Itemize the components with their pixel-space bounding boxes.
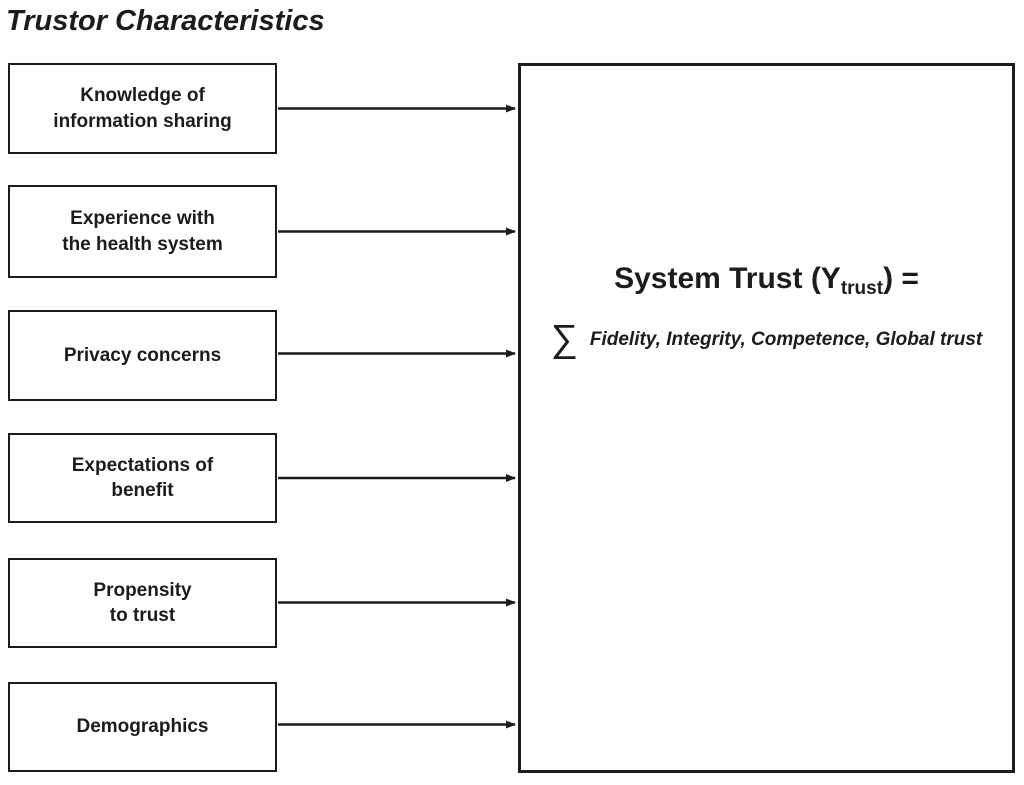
trustor-box-label: Knowledge of information sharing (53, 85, 232, 132)
heading-suffix: ) = (883, 262, 919, 295)
trustor-box-label: Privacy concerns (63, 344, 222, 366)
trustor-box-propensity: Propensity to trust (8, 558, 277, 648)
trustor-box-label: Demographics (76, 716, 209, 738)
trustor-box-label: Propensity to trust (93, 579, 192, 626)
sigma-symbol: ∑ (550, 318, 578, 360)
diagram-title: Trustor Characteristics (6, 5, 325, 37)
heading-subscript: trust (840, 278, 884, 299)
trustor-box-demographics: Demographics (8, 682, 277, 772)
system-trust-heading: System Trust (Ytrust) = (521, 262, 1012, 299)
trustor-box-privacy: Privacy concerns (8, 310, 277, 401)
trustor-box-experience: Experience with the health system (8, 185, 277, 278)
system-trust-box: System Trust (Ytrust) = ∑ Fidelity, Integ… (518, 63, 1015, 773)
system-trust-sum-line: ∑ Fidelity, Integrity, Competence, Global… (521, 318, 1012, 361)
trustor-box-label: Expectations of benefit (71, 454, 214, 501)
sum-terms: Fidelity, Integrity, Competence, Global … (589, 329, 983, 350)
heading-prefix: System Trust (Y (614, 262, 841, 295)
trustor-box-expectations: Expectations of benefit (8, 433, 277, 523)
trustor-box-label: Experience with the health system (62, 208, 223, 255)
trustor-box-knowledge: Knowledge of information sharing (8, 63, 277, 154)
